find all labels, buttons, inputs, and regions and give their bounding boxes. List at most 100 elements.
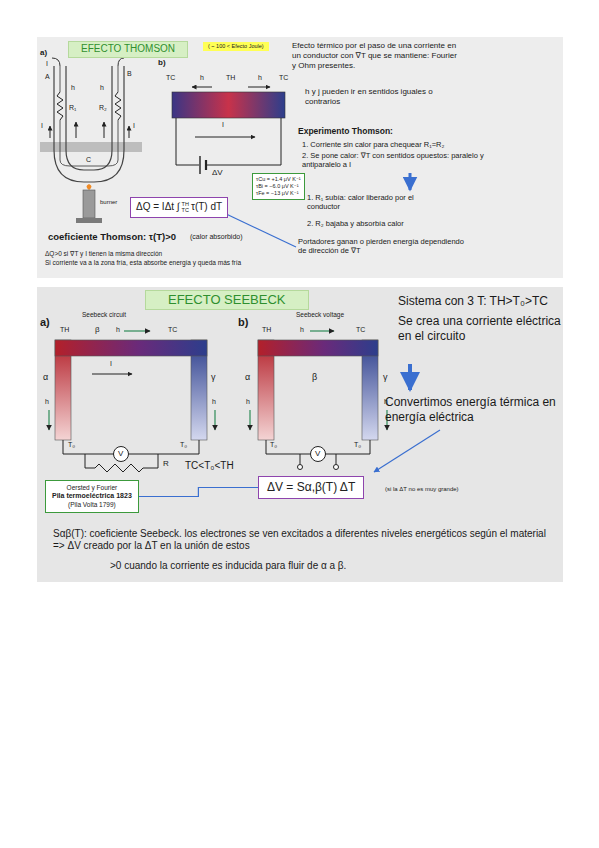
heat-arrow: [192, 87, 212, 88]
figure-label: R₂: [99, 104, 107, 113]
figure-label: I: [222, 121, 224, 130]
figure-label: h: [200, 74, 204, 83]
figure-label: α: [43, 372, 48, 383]
slide-background: [37, 37, 563, 278]
heat-arrow: [248, 87, 270, 88]
figure-label: h: [246, 398, 250, 407]
figure-label: TH: [226, 74, 235, 83]
circuit-wire: [266, 440, 370, 465]
glass-tube: [66, 66, 112, 170]
formula-row: ΔQ = IΔt ∫THTCτ(T) dT: [136, 201, 222, 214]
wire: [52, 58, 124, 66]
figure-label: I: [41, 122, 43, 131]
slide-background: [37, 287, 563, 582]
wire: [60, 66, 118, 166]
figure-label: γ: [211, 372, 216, 383]
figure-label: I: [133, 122, 135, 131]
figure-label: b): [158, 58, 166, 68]
figure-label: h: [212, 398, 216, 407]
heat-arrow: [214, 410, 215, 430]
burner-base: [76, 218, 102, 223]
note-text: 1. Corriente sin calor para chequear R₁=…: [302, 140, 492, 149]
box-text: ΔV = Sα,β(T) ΔT: [267, 480, 355, 495]
figure-label: b): [238, 316, 248, 329]
heat-arrow: [310, 330, 334, 331]
terminal: [298, 465, 303, 470]
lower-limit: TC: [182, 207, 189, 213]
heat-arrow: [124, 330, 150, 331]
glass-tube: [54, 66, 124, 182]
formula-box: ΔV = Sα,β(T) ΔT: [258, 476, 364, 499]
formula-box: ΔQ = IΔt ∫THTCτ(T) dT: [130, 197, 228, 218]
figure-label: >0 cuando la corriente es inducida para …: [110, 560, 346, 572]
heat-arrow: [76, 122, 77, 138]
terminal: [334, 465, 339, 470]
figure-label: α: [245, 372, 250, 383]
figure-label: γ: [383, 372, 388, 383]
burner: [83, 190, 95, 218]
figure-label: T₀: [354, 441, 361, 450]
note-text: h y j pueden ir en sentidos iguales o co…: [305, 87, 445, 107]
box-text: Pila termoeléctrica 1823: [52, 492, 132, 501]
figure-label: I: [46, 60, 48, 69]
integral-limits: THTC: [182, 201, 189, 213]
conductor-beta: [55, 340, 207, 356]
conductor-beta: [258, 340, 378, 356]
figure-label: h: [116, 326, 120, 335]
figure-label: h: [100, 84, 104, 93]
plate: [40, 142, 142, 152]
figure-label: B: [127, 70, 132, 79]
heat-arrow: [48, 410, 49, 430]
current-arrow: [50, 126, 51, 138]
figure-label: Seebeck circuit: [82, 311, 126, 319]
figure-label: Sistema con 3 T: TH>T₀>TC: [398, 294, 548, 309]
flame: [87, 184, 92, 190]
leader-line: [374, 430, 440, 472]
box-text: (Pila Volta 1799): [52, 501, 132, 509]
leader-line: [222, 212, 296, 247]
note-text: Convertimos energía térmica en energía e…: [385, 395, 560, 424]
figure-label: (si la ΔT no es muy grande): [385, 486, 459, 493]
figure-label: T₀: [180, 441, 187, 450]
figure-label: Experimento Thomson:: [298, 126, 393, 136]
flow-arrow: [409, 173, 412, 190]
figure-label: h: [71, 84, 75, 93]
current-arrow: [195, 137, 255, 138]
figure-label: TH: [60, 326, 69, 335]
figure-label: TC<T₀<TH: [185, 460, 234, 472]
figure-label: a): [40, 316, 50, 329]
figure-label: TC: [168, 326, 177, 335]
title-box: EFECTO SEEBECK: [145, 290, 309, 310]
box-text: τBi = −6.0 μV K⁻¹: [256, 183, 301, 190]
circuit-wire: [176, 118, 281, 165]
figure-label: TC: [279, 74, 288, 83]
figure-label: h: [45, 398, 49, 407]
heat-arrow: [249, 410, 250, 430]
voltmeter-symbol: [311, 447, 326, 462]
figure-label: h: [384, 398, 388, 407]
figure-label: h: [300, 326, 304, 335]
note-text: Portadores ganan o pierden energía depen…: [298, 237, 468, 255]
figure-label: TC: [166, 74, 175, 83]
voltmeter-symbol: [114, 447, 129, 462]
current-arrow: [92, 374, 132, 375]
box-text: ( ~ 100 < Efecto Joule): [208, 43, 264, 50]
value-box: τCu = +1.4 μV K⁻¹τBi = −6.0 μV K⁻¹τFe = …: [252, 173, 305, 200]
battery-symbol: [199, 156, 200, 174]
box-text: τCu = +1.4 μV K⁻¹: [256, 176, 301, 183]
figure-label: TH: [262, 326, 271, 335]
note-text: Sαβ(T): coeficiente Seebeck. los electro…: [53, 528, 548, 552]
figure-label: TC: [356, 326, 365, 335]
figure-label: 2. R₂ bajaba y absorbía calor: [307, 219, 404, 228]
figure-label: β: [95, 325, 100, 335]
figure-label: burner: [100, 199, 117, 206]
resistor-coil: [57, 92, 121, 120]
figure-label: coeficiente Thomson: τ(T)>0: [48, 231, 176, 243]
figure-label: R: [163, 459, 169, 469]
figure-label: R₁: [69, 104, 76, 113]
note-text: Se crea una corriente eléctrica en el ci…: [398, 314, 563, 343]
figure-label: I: [110, 360, 112, 369]
formula-text: ΔQ = IΔt ∫: [136, 201, 180, 214]
